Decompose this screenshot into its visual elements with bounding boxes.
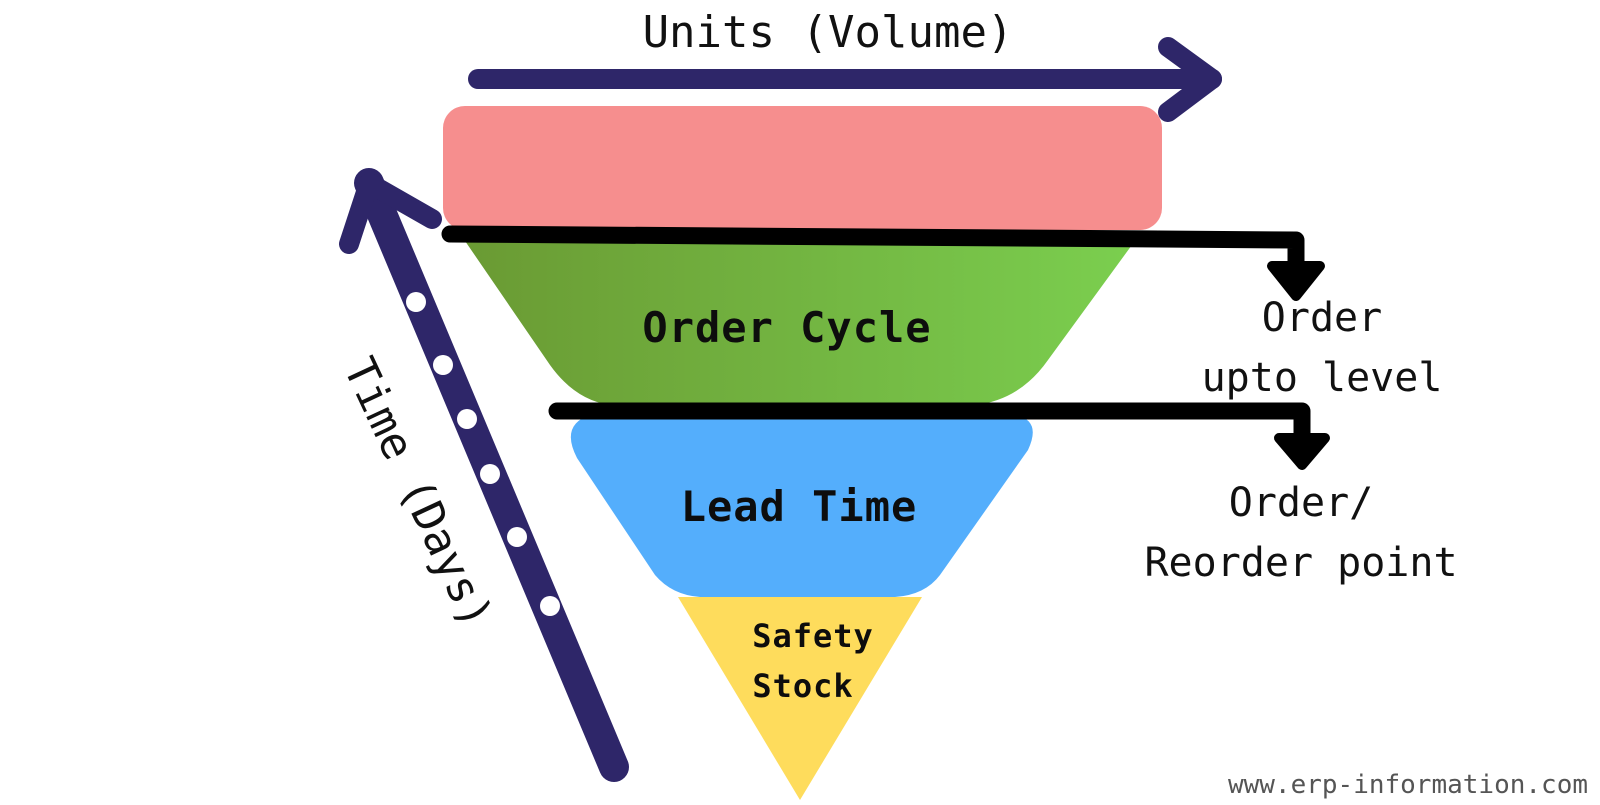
order-upto-label-line2: upto level bbox=[1202, 355, 1443, 401]
time-arrow-dots bbox=[406, 292, 560, 616]
order-cycle-label: Order Cycle bbox=[642, 303, 931, 352]
time-dot bbox=[540, 596, 560, 616]
time-dot bbox=[480, 464, 500, 484]
time-dot bbox=[406, 292, 426, 312]
reorder-label-line1: Order/ bbox=[1229, 480, 1374, 526]
time-dot bbox=[433, 355, 453, 375]
reorder-point-line bbox=[548, 402, 1311, 451]
time-dot bbox=[507, 527, 527, 547]
safety-stock-label-line2: Stock bbox=[752, 667, 853, 705]
watermark: www.erp-information.com bbox=[1228, 770, 1588, 800]
safety-stock-tier bbox=[678, 597, 922, 800]
lead-time-label: Lead Time bbox=[681, 482, 918, 531]
safety-stock-label-line1: Safety bbox=[752, 617, 874, 655]
order-upto-label-line1: Order bbox=[1262, 295, 1382, 341]
order-upto-arrowhead bbox=[1267, 261, 1325, 301]
time-dot bbox=[457, 409, 477, 429]
time-days-label: Time (Days) bbox=[333, 350, 502, 636]
lead-time-tier bbox=[570, 415, 1033, 597]
reorder-point-arrowhead bbox=[1274, 433, 1330, 470]
units-volume-title: Units (Volume) bbox=[643, 7, 1014, 58]
units-arrow-head bbox=[1158, 37, 1222, 122]
reorder-label-line2: Reorder point bbox=[1144, 540, 1457, 586]
time-arrow-head bbox=[339, 173, 442, 254]
order-cycle-tier bbox=[463, 238, 1137, 405]
top-band bbox=[443, 106, 1162, 230]
